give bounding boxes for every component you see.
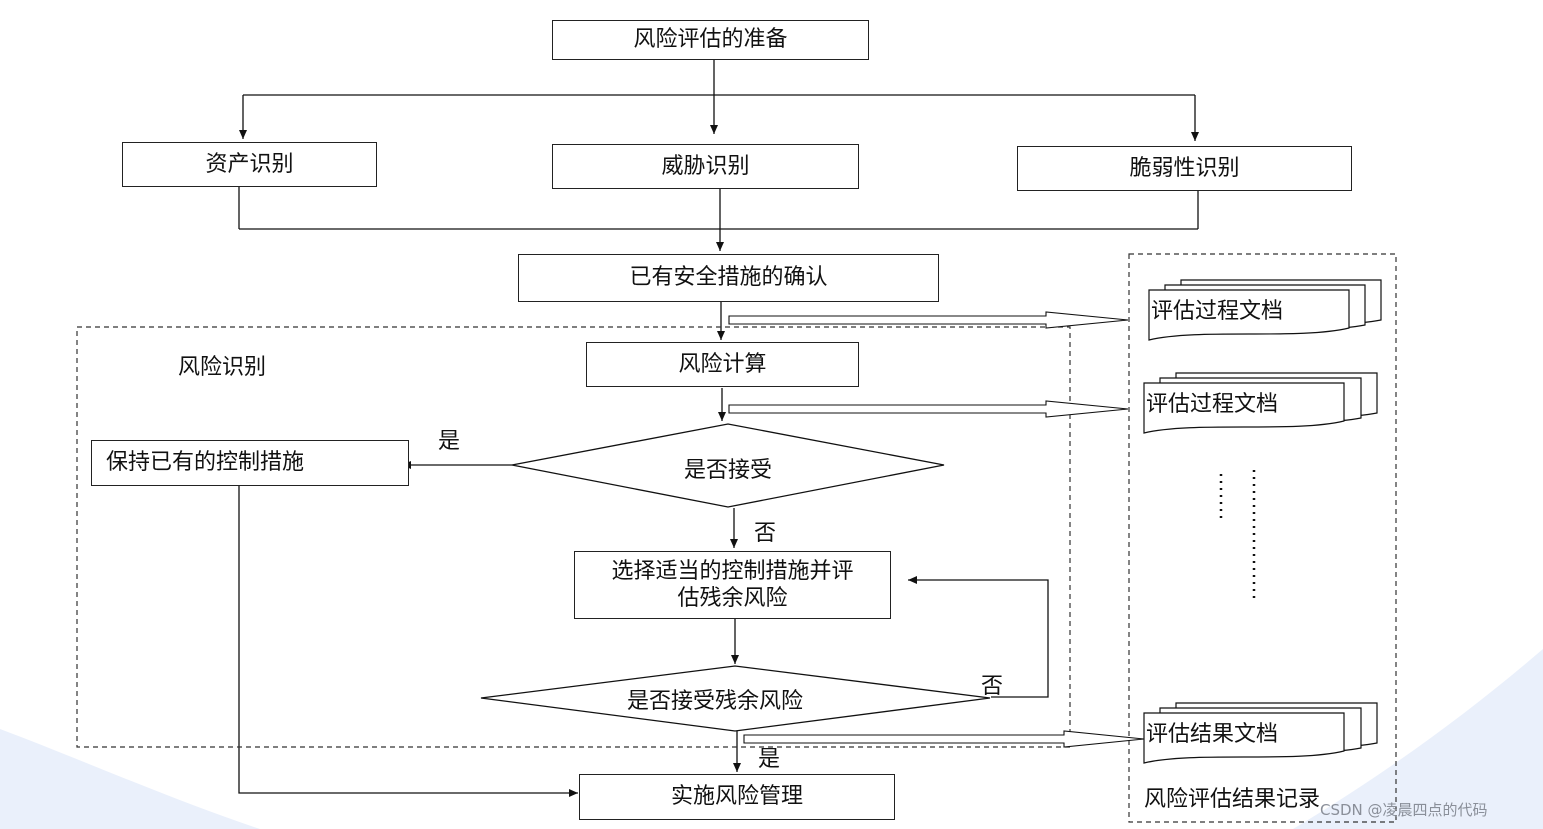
doc-arrow-3 [743,730,1145,748]
node-vuln-label: 脆弱性识别 [1129,155,1240,181]
risk-identification-region [76,326,1071,748]
doc-arrow-2 [728,400,1129,418]
doc-3-label: 评估结果文档 [1146,722,1279,747]
node-asset-label: 资产识别 [205,151,294,177]
node-keep-label: 保持已有的控制措施 [106,450,305,476]
records-region [1128,253,1397,823]
label-no-1: 否 [754,521,777,546]
node-prep: 风险评估的准备 [552,20,869,60]
doc-1-label: 评估过程文档 [1151,299,1284,324]
node-vuln: 脆弱性识别 [1017,146,1352,191]
node-asset: 资产识别 [122,142,377,187]
label-no-2: 否 [981,674,1004,699]
doc-stack-3 [1143,702,1378,764]
background-wave-left [0,729,260,829]
label-yes-2: 是 [758,747,781,772]
node-accept-residual-label: 是否接受残余风险 [626,689,803,714]
watermark: CSDN @凌晨四点的代码 [1320,801,1488,819]
node-threat-label: 威胁识别 [661,153,750,179]
node-select-line1: 选择适当的控制措施并评 [611,558,854,584]
node-implement: 实施风险管理 [579,774,895,820]
doc-2-label: 评估过程文档 [1146,392,1279,417]
doc-stack-1 [1148,279,1382,341]
records-title: 风险评估结果记录 [1144,787,1321,812]
diamond-accept [511,423,945,508]
arrow-no-loop-back [908,576,1049,698]
background-wave-right [1293,649,1543,829]
doc-arrow-1 [728,311,1129,329]
node-implement-label: 实施风险管理 [670,784,803,810]
node-threat: 威胁识别 [552,144,859,189]
node-select: 选择适当的控制措施并评 估残余风险 [574,551,891,619]
diamond-accept-residual [480,665,991,732]
node-select-line2: 估残余风险 [677,586,788,611]
node-keep: 保持已有的控制措施 [91,440,409,486]
label-risk-region: 风险识别 [178,355,267,380]
node-existing: 已有安全措施的确认 [518,254,939,302]
node-accept-label: 是否接受 [683,458,772,483]
arrow-keep-to-implement [238,486,578,797]
node-existing-label: 已有安全措施的确认 [629,265,828,291]
node-prep-label: 风险评估的准备 [633,27,788,53]
node-calc-label: 风险计算 [678,351,767,377]
node-calc: 风险计算 [586,342,859,387]
doc-stack-2 [1143,372,1378,434]
label-yes-1: 是 [438,429,461,454]
